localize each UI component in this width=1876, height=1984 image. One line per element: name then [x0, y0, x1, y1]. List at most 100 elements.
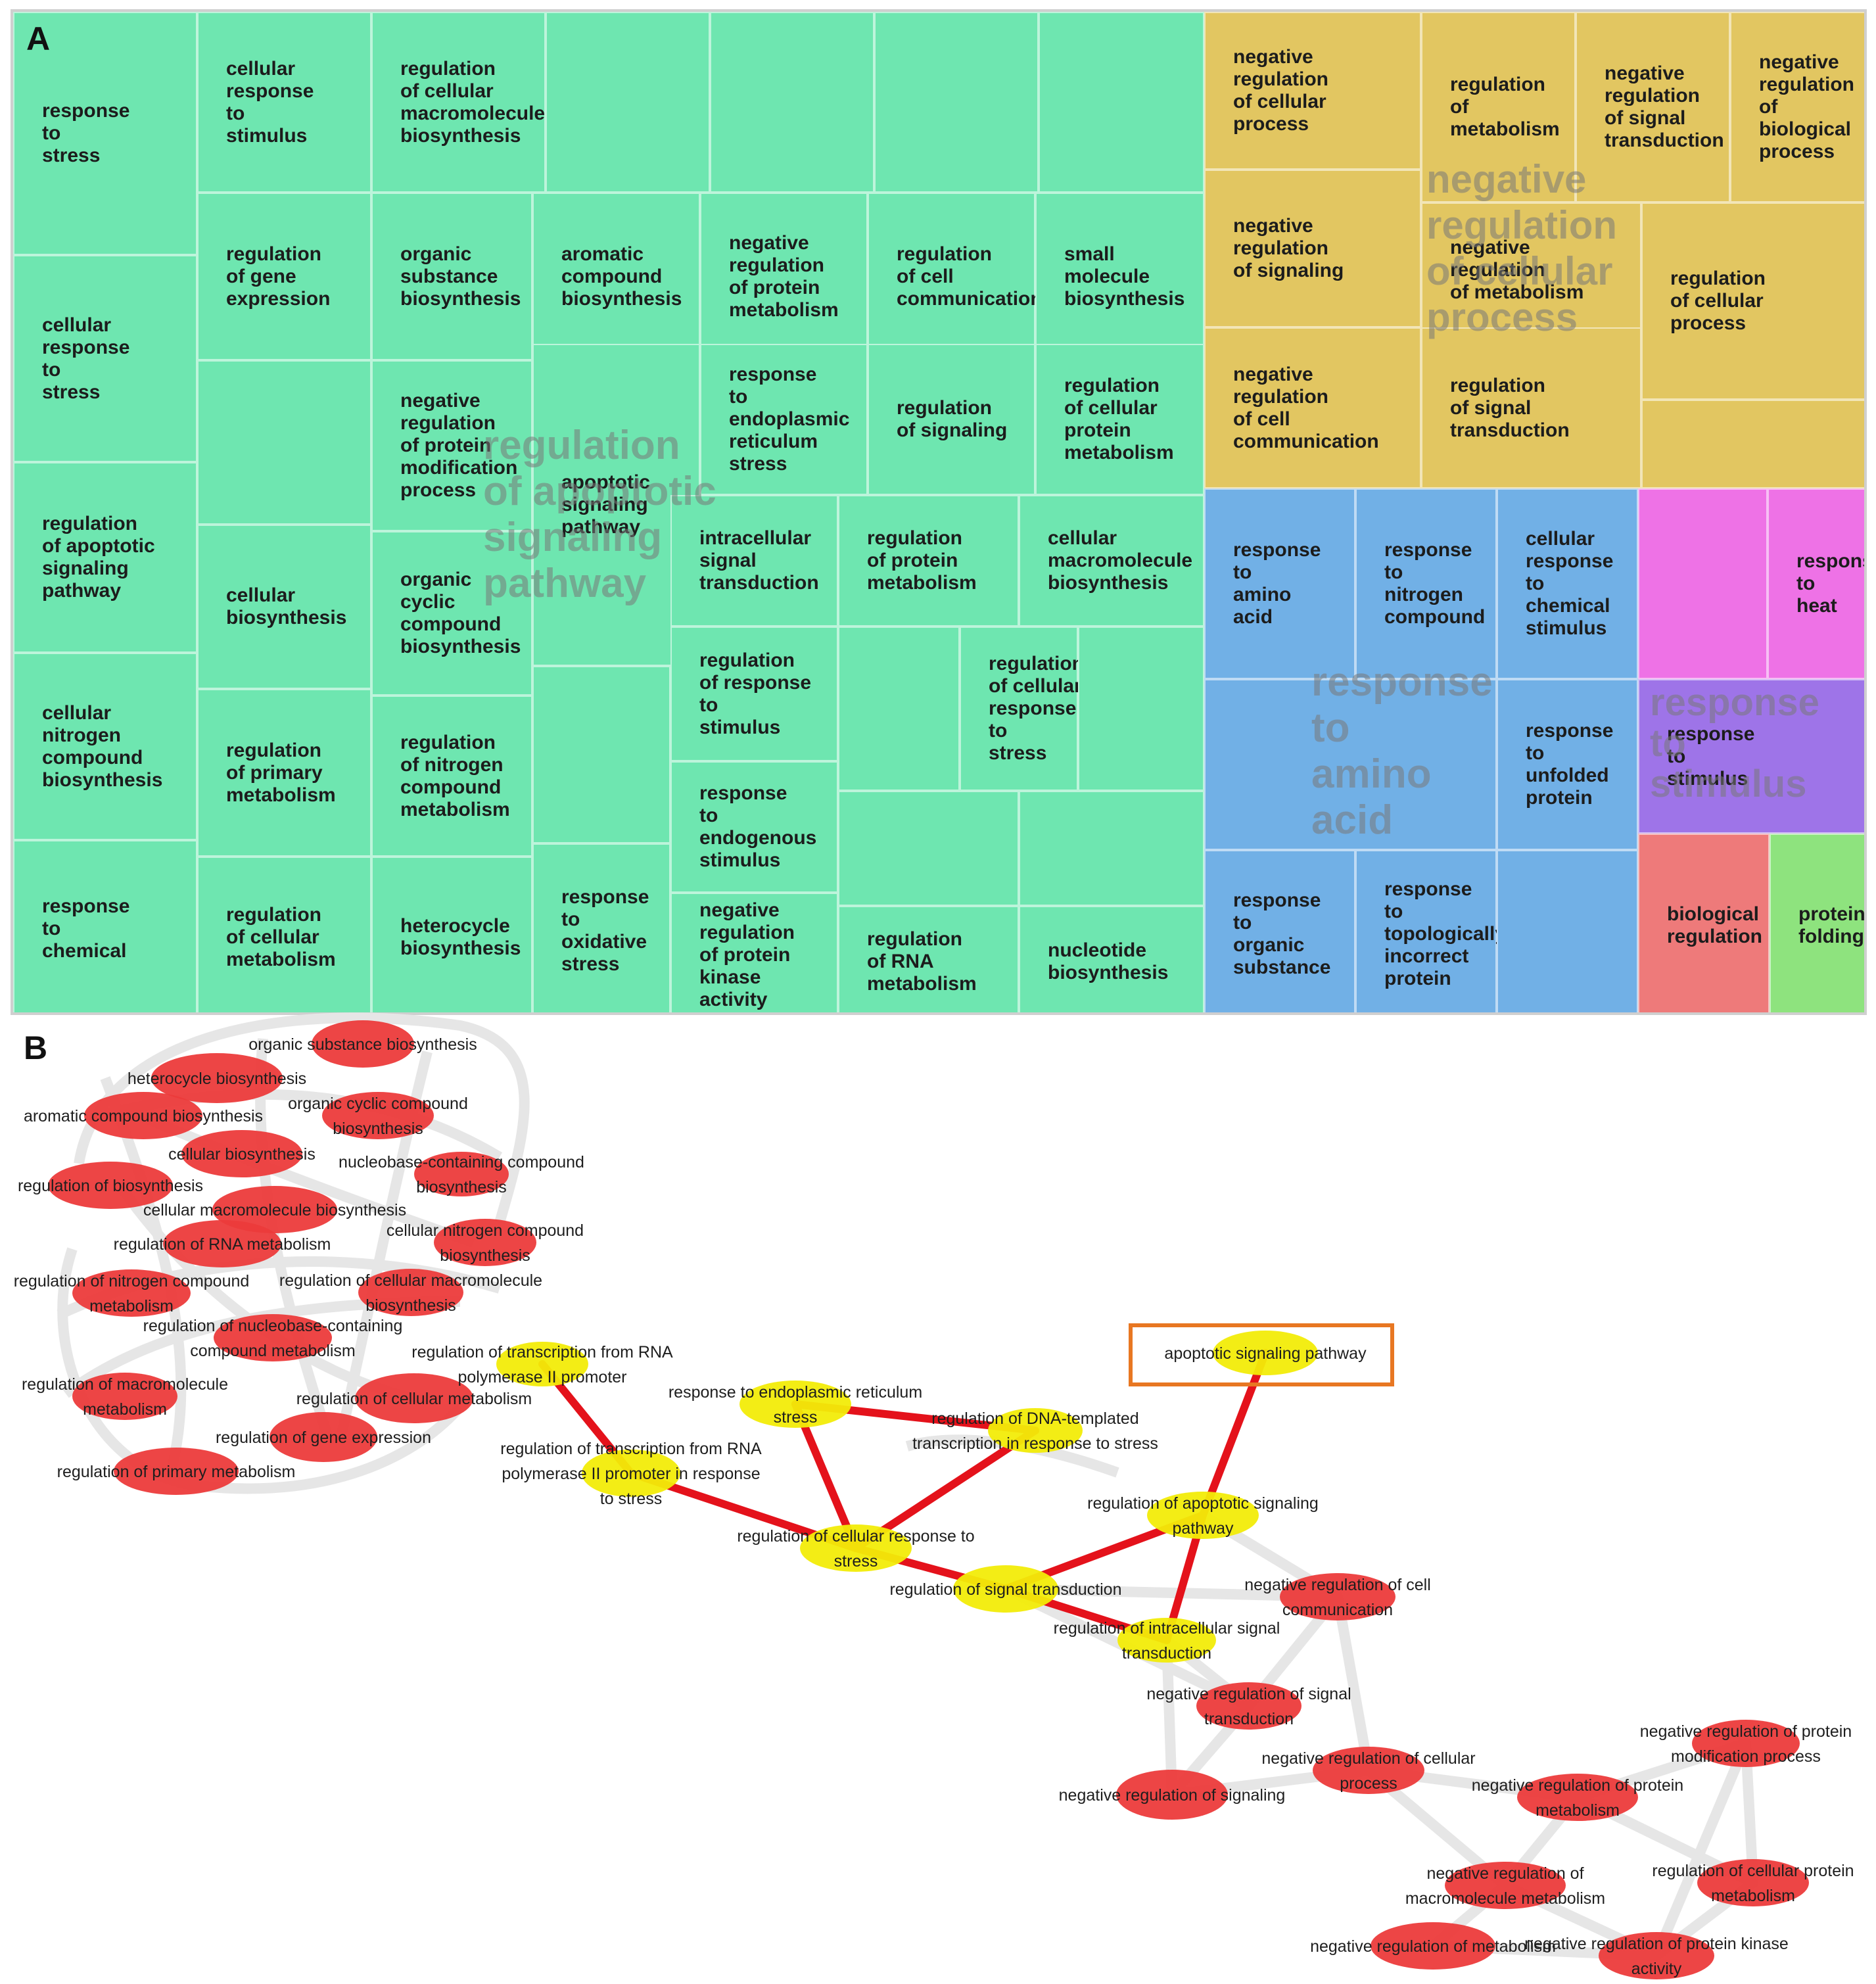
graph-node-label: aromatic compound biosynthesis: [24, 1107, 263, 1125]
treemap-tile-label: response to heat: [1796, 550, 1864, 617]
graph-node: [163, 1220, 281, 1267]
treemap-tile: regulation of gene expression: [197, 193, 371, 360]
background-edge: [74, 1012, 530, 1225]
treemap-tile-label: negative regulation of signal transducti…: [1605, 62, 1724, 151]
treemap-tile: regulation of cellular process: [1641, 202, 1864, 400]
treemap-tile: response to endogenous stimulus: [670, 761, 838, 893]
graph-node-label: regulation of gene expression: [216, 1429, 431, 1447]
treemap-tile-label: cellular biosynthesis: [226, 584, 347, 628]
treemap-tile-label: regulation of RNA metabolism: [867, 928, 977, 995]
treemap-tile-label: biological regulation: [1667, 903, 1763, 947]
graph-node: [322, 1092, 434, 1139]
graph-node: [1445, 1862, 1566, 1909]
graph-node: [1371, 1922, 1495, 1970]
graph-node-label: regulation of signal transduction: [889, 1580, 1121, 1599]
panel-a-letter: A: [26, 20, 51, 57]
graph-node-label: regulation of cellular metabolism: [296, 1390, 532, 1408]
treemap-tile: response to organic substance: [1204, 850, 1355, 1012]
treemap-tile: negative regulation of protein kinase ac…: [670, 893, 838, 1012]
graph-node: [496, 1342, 588, 1386]
treemap-tile: negative regulation of cell communicatio…: [1204, 327, 1421, 488]
graph-node: [1196, 1682, 1301, 1730]
treemap-tile: cellular response to chemical stimulus: [1497, 488, 1638, 679]
graph-node: [151, 1053, 283, 1103]
treemap-tile: [197, 360, 371, 525]
graph-node-label: apoptotic signaling pathway: [1164, 1344, 1367, 1363]
treemap-tile-label: regulation of cellular process: [1670, 268, 1766, 334]
graph-node-label: cellular biosynthesis: [168, 1145, 316, 1164]
treemap-tile: regulation of protein metabolism: [838, 495, 1019, 626]
treemap-tile: cellular biosynthesis: [197, 525, 371, 689]
treemap-tile: negative regulation of signaling: [1204, 170, 1421, 327]
treemap: response to stress cellular response to s…: [11, 9, 1867, 1015]
highlight-box: [1129, 1323, 1394, 1386]
treemap-tile-label: aromatic compound biosynthesis: [561, 243, 682, 310]
treemap-tile: regulation of cellular macromolecule bio…: [371, 12, 546, 193]
graph-node: [582, 1450, 680, 1497]
treemap-tile-label: negative regulation of biological proces…: [1759, 51, 1855, 162]
graph-node: [270, 1412, 377, 1462]
graph-node: [1697, 1859, 1809, 1906]
treemap-tile: negative regulation of metabolism: [1421, 202, 1641, 337]
treemap-tile: negative regulation of cellular process: [1204, 12, 1421, 170]
treemap-tile-label: organic cyclic compound biosynthesis: [400, 569, 521, 657]
treemap-tile: aromatic compound biosynthesis: [532, 193, 700, 360]
graph-node-label: regulation of RNA metabolism: [114, 1235, 331, 1254]
treemap-tile: negative regulation of protein modificat…: [371, 360, 532, 531]
graph-node: [84, 1092, 202, 1139]
treemap-tile: [1039, 12, 1204, 193]
graph-node-label: heterocycle biosynthesis: [128, 1070, 306, 1088]
treemap-tile: regulation of primary metabolism: [197, 689, 371, 857]
treemap-tile-label: small molecule biosynthesis: [1064, 243, 1185, 310]
graph-node: [1117, 1618, 1216, 1663]
treemap-tile-label: response to oxidative stress: [561, 886, 649, 975]
graph-node-label: negative regulation of metabolism: [1310, 1937, 1556, 1956]
graph-node: [1213, 1331, 1318, 1375]
treemap-tile-label: regulation of cellular macromolecule bio…: [400, 57, 546, 147]
graph-node: [1280, 1573, 1395, 1620]
treemap-tile-label: cellular nitrogen compound biosynthesis: [42, 701, 163, 791]
treemap-tile: protein folding: [1770, 834, 1864, 1012]
treemap-tile: regulation of cellular protein metabolis…: [1035, 344, 1204, 495]
treemap-tile-label: cellular response to stimulus: [226, 57, 314, 147]
treemap-tile-label: nucleotide biosynthesis: [1048, 939, 1169, 983]
graph-node: [1147, 1492, 1259, 1539]
treemap-tile: regulation of signal transduction: [1421, 327, 1641, 488]
treemap-tile: nucleotide biosynthesis: [1019, 906, 1204, 1012]
background-edge: [142, 1112, 475, 1248]
treemap-tile: regulation of cellular metabolism: [197, 857, 371, 1012]
treemap-tile-label: response to amino acid: [1233, 539, 1321, 628]
treemap-tile: [838, 626, 960, 791]
treemap-tile: [874, 12, 1039, 193]
treemap-tile: organic cyclic compound biosynthesis: [371, 531, 532, 696]
treemap-tile-label: response to chemical: [42, 895, 130, 962]
treemap-tile-label: negative regulation of protein metabolis…: [729, 231, 839, 321]
treemap-tile: response to oxidative stress: [532, 843, 670, 1012]
treemap-tile-label: response to organic substance: [1233, 889, 1331, 978]
treemap-tile-label: response to unfolded protein: [1526, 720, 1614, 809]
treemap-tile: [1641, 400, 1864, 488]
graph-node-label: regulation of biosynthesis: [18, 1177, 203, 1195]
faint-edge: [1332, 1592, 1374, 1776]
highlighted-edge: [1199, 1349, 1269, 1519]
treemap-tile-label: negative regulation of metabolism: [1450, 236, 1584, 303]
treemap-tile: response to heat: [1768, 488, 1864, 679]
treemap-tile: cellular macromolecule biosynthesis: [1019, 495, 1204, 626]
treemap-tile: response to stress: [13, 12, 197, 255]
treemap-tile-label: negative regulation of protein kinase ac…: [699, 899, 795, 1010]
treemap-tile: negative regulation of protein metabolis…: [700, 193, 868, 360]
graph-node: [181, 1130, 302, 1177]
graph-node: [434, 1219, 536, 1266]
treemap-tile: response to chemical: [13, 840, 197, 1012]
